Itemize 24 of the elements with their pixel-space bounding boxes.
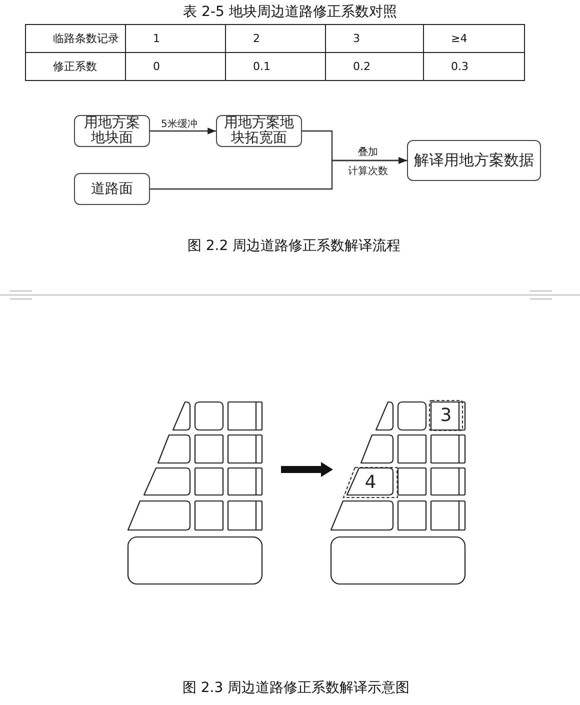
- process-box: 道路面: [74, 173, 150, 205]
- edge-label: 叠加: [357, 147, 379, 158]
- highlighted-parcel: 3: [429, 400, 463, 431]
- process-box: 用地方案地块面: [74, 115, 150, 147]
- table-cell: 0.1: [226, 52, 326, 80]
- table-cell: 3: [326, 24, 424, 52]
- table-cell: 0: [126, 52, 226, 80]
- table-title: 表 2-5 地块周边道路修正系数对照: [182, 3, 398, 21]
- table-cell: 修正系数: [26, 52, 126, 80]
- highlighted-parcel: 4: [343, 467, 398, 498]
- figure-caption: 图 2.2 周边道路修正系数解译流程: [187, 237, 401, 255]
- process-box: 用地方案地块拓宽面: [216, 115, 302, 147]
- edge-label: 计算次数: [347, 166, 389, 177]
- arrow: [150, 128, 216, 134]
- table-cell: 0.2: [326, 52, 424, 80]
- edge-label: 5米缓冲: [160, 119, 198, 130]
- table-cell: ≥4: [424, 24, 524, 52]
- table-cell: 0.3: [424, 52, 524, 80]
- table-cell: 2: [226, 24, 326, 52]
- table-cell: 临路条数记录: [26, 24, 126, 52]
- result-box: 解译用地方案数据: [407, 140, 541, 181]
- table-cell: 1: [126, 24, 226, 52]
- arrow: [150, 157, 407, 190]
- figure-caption: 图 2.3 周边道路修正系数解译示意图: [182, 679, 410, 697]
